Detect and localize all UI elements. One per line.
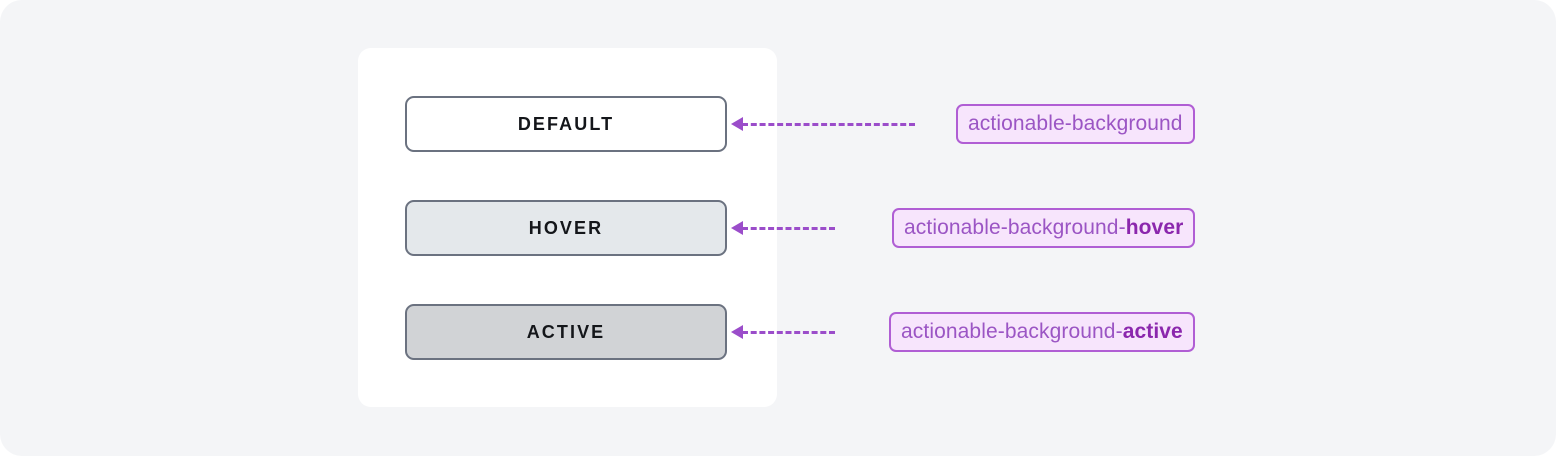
button-active-label: ACTIVE	[526, 321, 606, 342]
dashed-line	[742, 122, 915, 126]
button-default-label: DEFAULT	[517, 113, 615, 134]
connector-hover	[731, 220, 835, 236]
button-hover-label: HOVER	[528, 217, 604, 238]
token-text-prefix: actionable-background	[968, 112, 1183, 135]
dashed-line	[742, 226, 835, 230]
dashed-line	[742, 330, 835, 334]
token-text-suffix: hover	[1125, 216, 1184, 239]
button-active[interactable]: ACTIVE	[405, 304, 727, 360]
token-text-prefix: actionable-background-	[901, 320, 1123, 343]
token-label-active: actionable-background-active	[889, 312, 1195, 352]
arrow-left-icon	[731, 325, 743, 339]
arrow-left-icon	[731, 117, 743, 131]
arrow-left-icon	[731, 221, 743, 235]
token-text-prefix: actionable-background-	[904, 216, 1126, 239]
connector-default	[731, 116, 915, 132]
button-default[interactable]: DEFAULT	[405, 96, 727, 152]
token-text-suffix: active	[1122, 320, 1183, 343]
connector-active	[731, 324, 835, 340]
button-hover[interactable]: HOVER	[405, 200, 727, 256]
token-label-hover: actionable-background-hover	[892, 208, 1196, 248]
token-label-default: actionable-background	[956, 104, 1195, 144]
